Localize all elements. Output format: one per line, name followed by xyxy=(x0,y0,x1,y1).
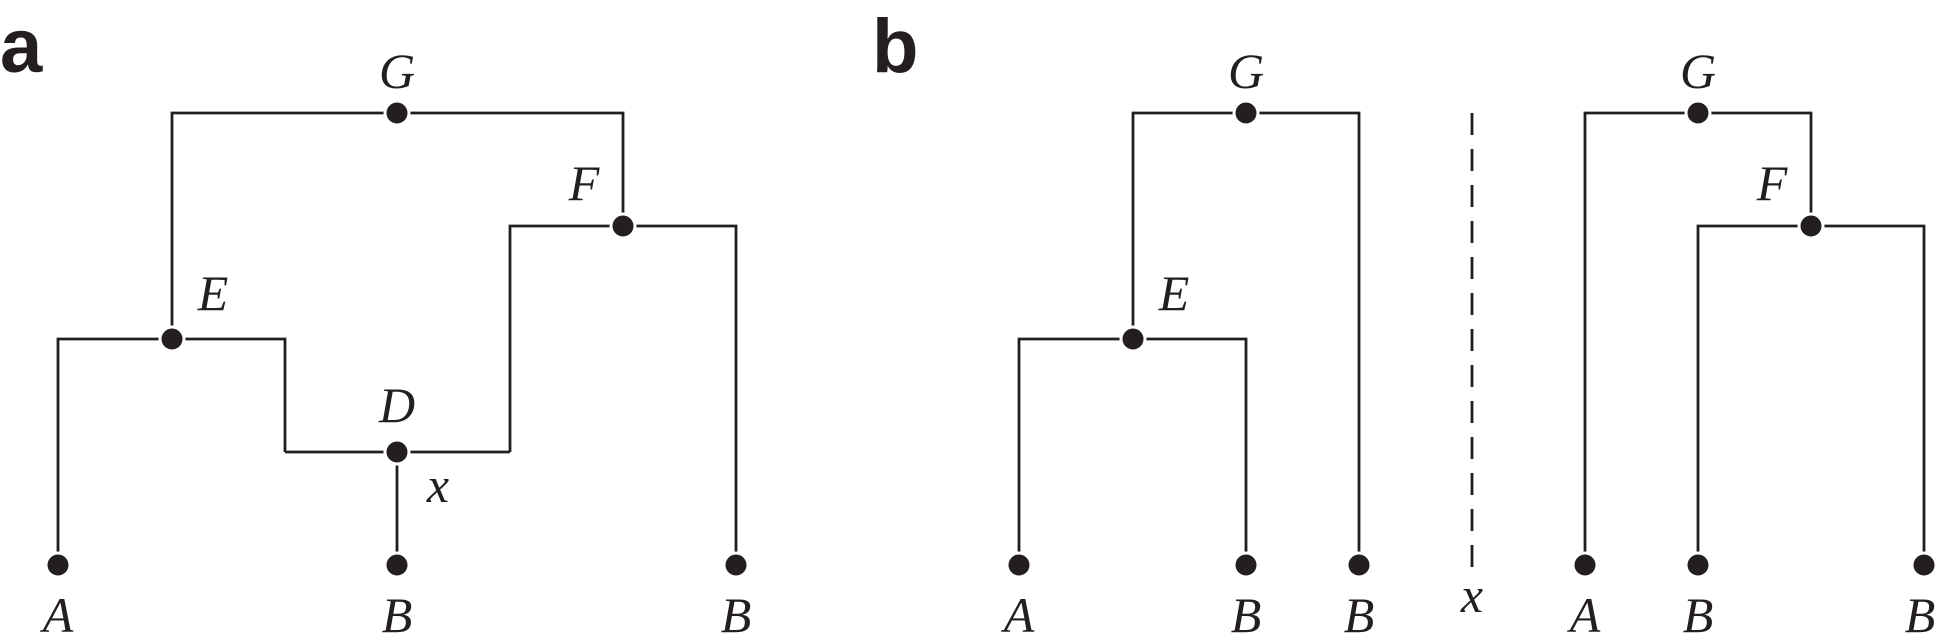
node-left-g-label: G xyxy=(1228,43,1264,99)
leaf-right-b2 xyxy=(1910,551,1938,579)
leaf-right-a xyxy=(1571,551,1599,579)
node-left-g xyxy=(1232,99,1260,127)
node-e xyxy=(158,325,186,353)
panel-b-left-tree: G E A B B xyxy=(1001,43,1375,635)
edge-e-children xyxy=(56,337,287,565)
leaf-b-middle-label: B xyxy=(382,587,413,635)
leaf-left-b1-label: B xyxy=(1231,587,1262,635)
node-f-label: F xyxy=(568,155,600,211)
leaf-b-right-label: B xyxy=(721,587,752,635)
leaf-left-b2-label: B xyxy=(1344,587,1375,635)
panel-b-label: b xyxy=(872,4,918,89)
leaf-a xyxy=(44,551,72,579)
leaf-left-a xyxy=(1005,551,1033,579)
panel-a-label: a xyxy=(0,4,43,89)
leaf-b-right xyxy=(722,551,750,579)
node-e-label: E xyxy=(197,265,229,321)
node-g xyxy=(383,99,411,127)
panel-b: b G E A B B x xyxy=(872,4,1938,635)
node-d-label: D xyxy=(378,377,415,433)
leaf-b-middle xyxy=(383,551,411,579)
node-d xyxy=(383,438,411,466)
leaf-right-b2-label: B xyxy=(1905,587,1936,635)
edge-left-e-children xyxy=(1017,337,1248,565)
node-g-label: G xyxy=(379,43,415,99)
panel-b-divider: x xyxy=(1460,113,1483,623)
edge-x-label: x xyxy=(426,457,449,513)
edge-right-f-children xyxy=(1696,224,1926,565)
divider-x-label: x xyxy=(1460,567,1483,623)
leaf-right-b1 xyxy=(1684,551,1712,579)
leaf-right-a-label: A xyxy=(1567,587,1601,635)
panel-a: a G F E D x A B B xyxy=(0,4,751,635)
edge-f-children xyxy=(508,224,738,565)
node-right-g-label: G xyxy=(1680,43,1716,99)
leaf-right-b1-label: B xyxy=(1683,587,1714,635)
leaf-left-a-label: A xyxy=(1001,587,1035,635)
node-right-g xyxy=(1684,99,1712,127)
leaf-left-b1 xyxy=(1232,551,1260,579)
node-f xyxy=(609,212,637,240)
panel-b-right-tree: G F A B B xyxy=(1567,43,1938,635)
node-left-e-label: E xyxy=(1158,265,1190,321)
node-right-f xyxy=(1797,212,1825,240)
leaf-a-label: A xyxy=(40,587,74,635)
leaf-left-b2 xyxy=(1345,551,1373,579)
node-left-e xyxy=(1119,325,1147,353)
node-right-f-label: F xyxy=(1756,155,1788,211)
